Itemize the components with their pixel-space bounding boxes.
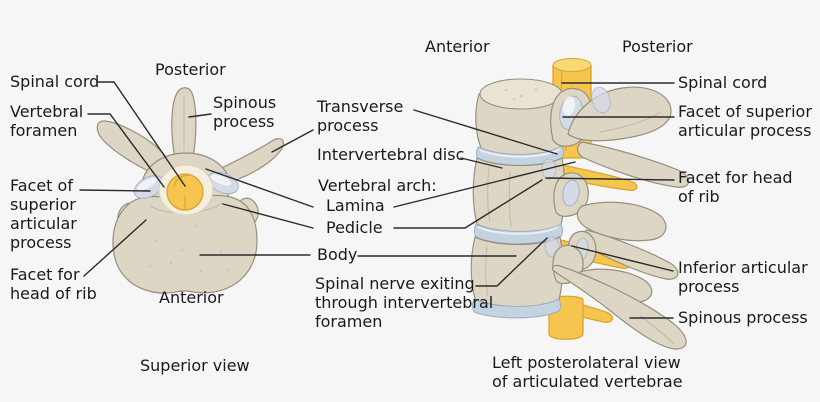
label-lamina: Lamina	[326, 196, 385, 215]
label-pedicle: Pedicle	[326, 218, 383, 237]
transverse-process-2	[576, 201, 667, 242]
articulated-vertebrae	[470, 58, 690, 350]
label-inferior-articular: Inferior articular process	[678, 258, 808, 296]
leader-vertebral-foramen	[87, 113, 165, 188]
label-intervertebral-disc: Intervertebral disc	[317, 145, 465, 164]
label-vertebral-foramen: Vertebral foramen	[10, 102, 84, 140]
label-facet-rib-right: Facet for head of rib	[678, 168, 793, 206]
label-spinal-cord-left: Spinal cord	[10, 72, 100, 91]
leader-spinal-nerve	[475, 237, 548, 287]
label-facet-superior-right: Facet of superior articular process	[678, 102, 812, 140]
label-transverse-process: Transverse process	[317, 97, 404, 135]
label-vertebral-arch: Vertebral arch:	[318, 176, 437, 195]
leader-facet-rib-right	[545, 177, 675, 181]
leader-spinal-cord-left	[96, 81, 186, 187]
caption-posterolateral-view: Left posterolateral view of articulated …	[492, 353, 683, 391]
leader-pedicle-right	[393, 179, 543, 229]
label-spinal-nerve: Spinal nerve exiting through interverteb…	[315, 274, 494, 331]
leader-lamina-left	[205, 168, 314, 208]
label-spinous-process-right: Spinous process	[678, 308, 808, 327]
label-posterior-left: Posterior	[155, 60, 226, 79]
label-posterior-right: Posterior	[622, 37, 693, 56]
leader-intervertebral-disc	[460, 157, 503, 169]
label-spinal-cord-right: Spinal cord	[678, 73, 768, 92]
label-anterior-left: Anterior	[159, 288, 224, 307]
label-spinous-process-left: Spinous process	[213, 93, 277, 131]
leader-pedicle-left	[222, 203, 314, 229]
leader-lamina-right	[393, 161, 576, 208]
intervertebral-disc-3	[472, 298, 561, 319]
leader-transverse-right	[413, 109, 558, 155]
spinal-cord-shape	[166, 173, 204, 211]
leader-transverse-left	[271, 129, 314, 153]
label-facet-superior-left: Facet of superior articular process	[10, 176, 77, 252]
caption-superior-view: Superior view	[140, 356, 250, 375]
leader-spinous-process-left	[188, 113, 212, 118]
spinous-process-3	[551, 264, 687, 350]
leader-lines	[79, 81, 675, 319]
leader-facet-rib-left	[83, 219, 147, 277]
label-facet-rib-left: Facet for head of rib	[10, 265, 97, 303]
label-anterior-right: Anterior	[425, 37, 490, 56]
label-body: Body	[317, 245, 358, 264]
spinous-process-1	[576, 141, 690, 188]
leader-inferior-articular	[571, 245, 674, 272]
leader-facet-superior-left	[79, 189, 151, 192]
